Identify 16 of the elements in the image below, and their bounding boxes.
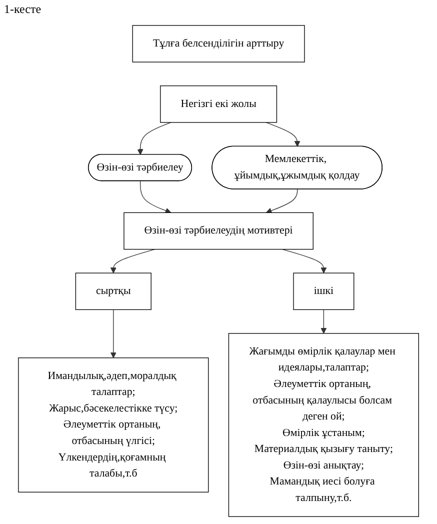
arrow: [140, 180, 172, 214]
node-box: Имандылық,әдеп,моралдық талаптар; Жарыс,бәсекелестікке түсу; Әлеуметтік ортаның, отбасының үлгісі; Үлкендердің,қоғамның талабы,т.б: [18, 358, 209, 492]
node-box: Тұлға белсенділігін арттыру: [132, 25, 305, 62]
table-number: 1-кесте: [3, 1, 42, 18]
arrow: [282, 248, 327, 274]
node-box: ішкі: [293, 272, 354, 310]
arrow: [137, 122, 172, 155]
arrow: [110, 309, 116, 358]
node-box: Негізгі екі жолы: [160, 85, 277, 123]
arrow: [320, 309, 327, 334]
arrow: [110, 248, 156, 274]
node-box: Өзін-өзі тәрбиелеудің мотивтері: [124, 212, 314, 250]
arrow: [266, 122, 300, 147]
node-box: Жағымды өмірлік қалаулар мен идеялары,талаптар; Әлеуметтік ортаның, отбасының қалаулысы болсам деген ой; Өмірлік ұстаным; Материалдық қызығу таныту; Өзін-өзі анықтау; Мамандық иесі болуға талпыну,т.б.: [228, 333, 419, 517]
arrow: [266, 188, 298, 214]
node-box: сыртқы: [75, 272, 152, 310]
